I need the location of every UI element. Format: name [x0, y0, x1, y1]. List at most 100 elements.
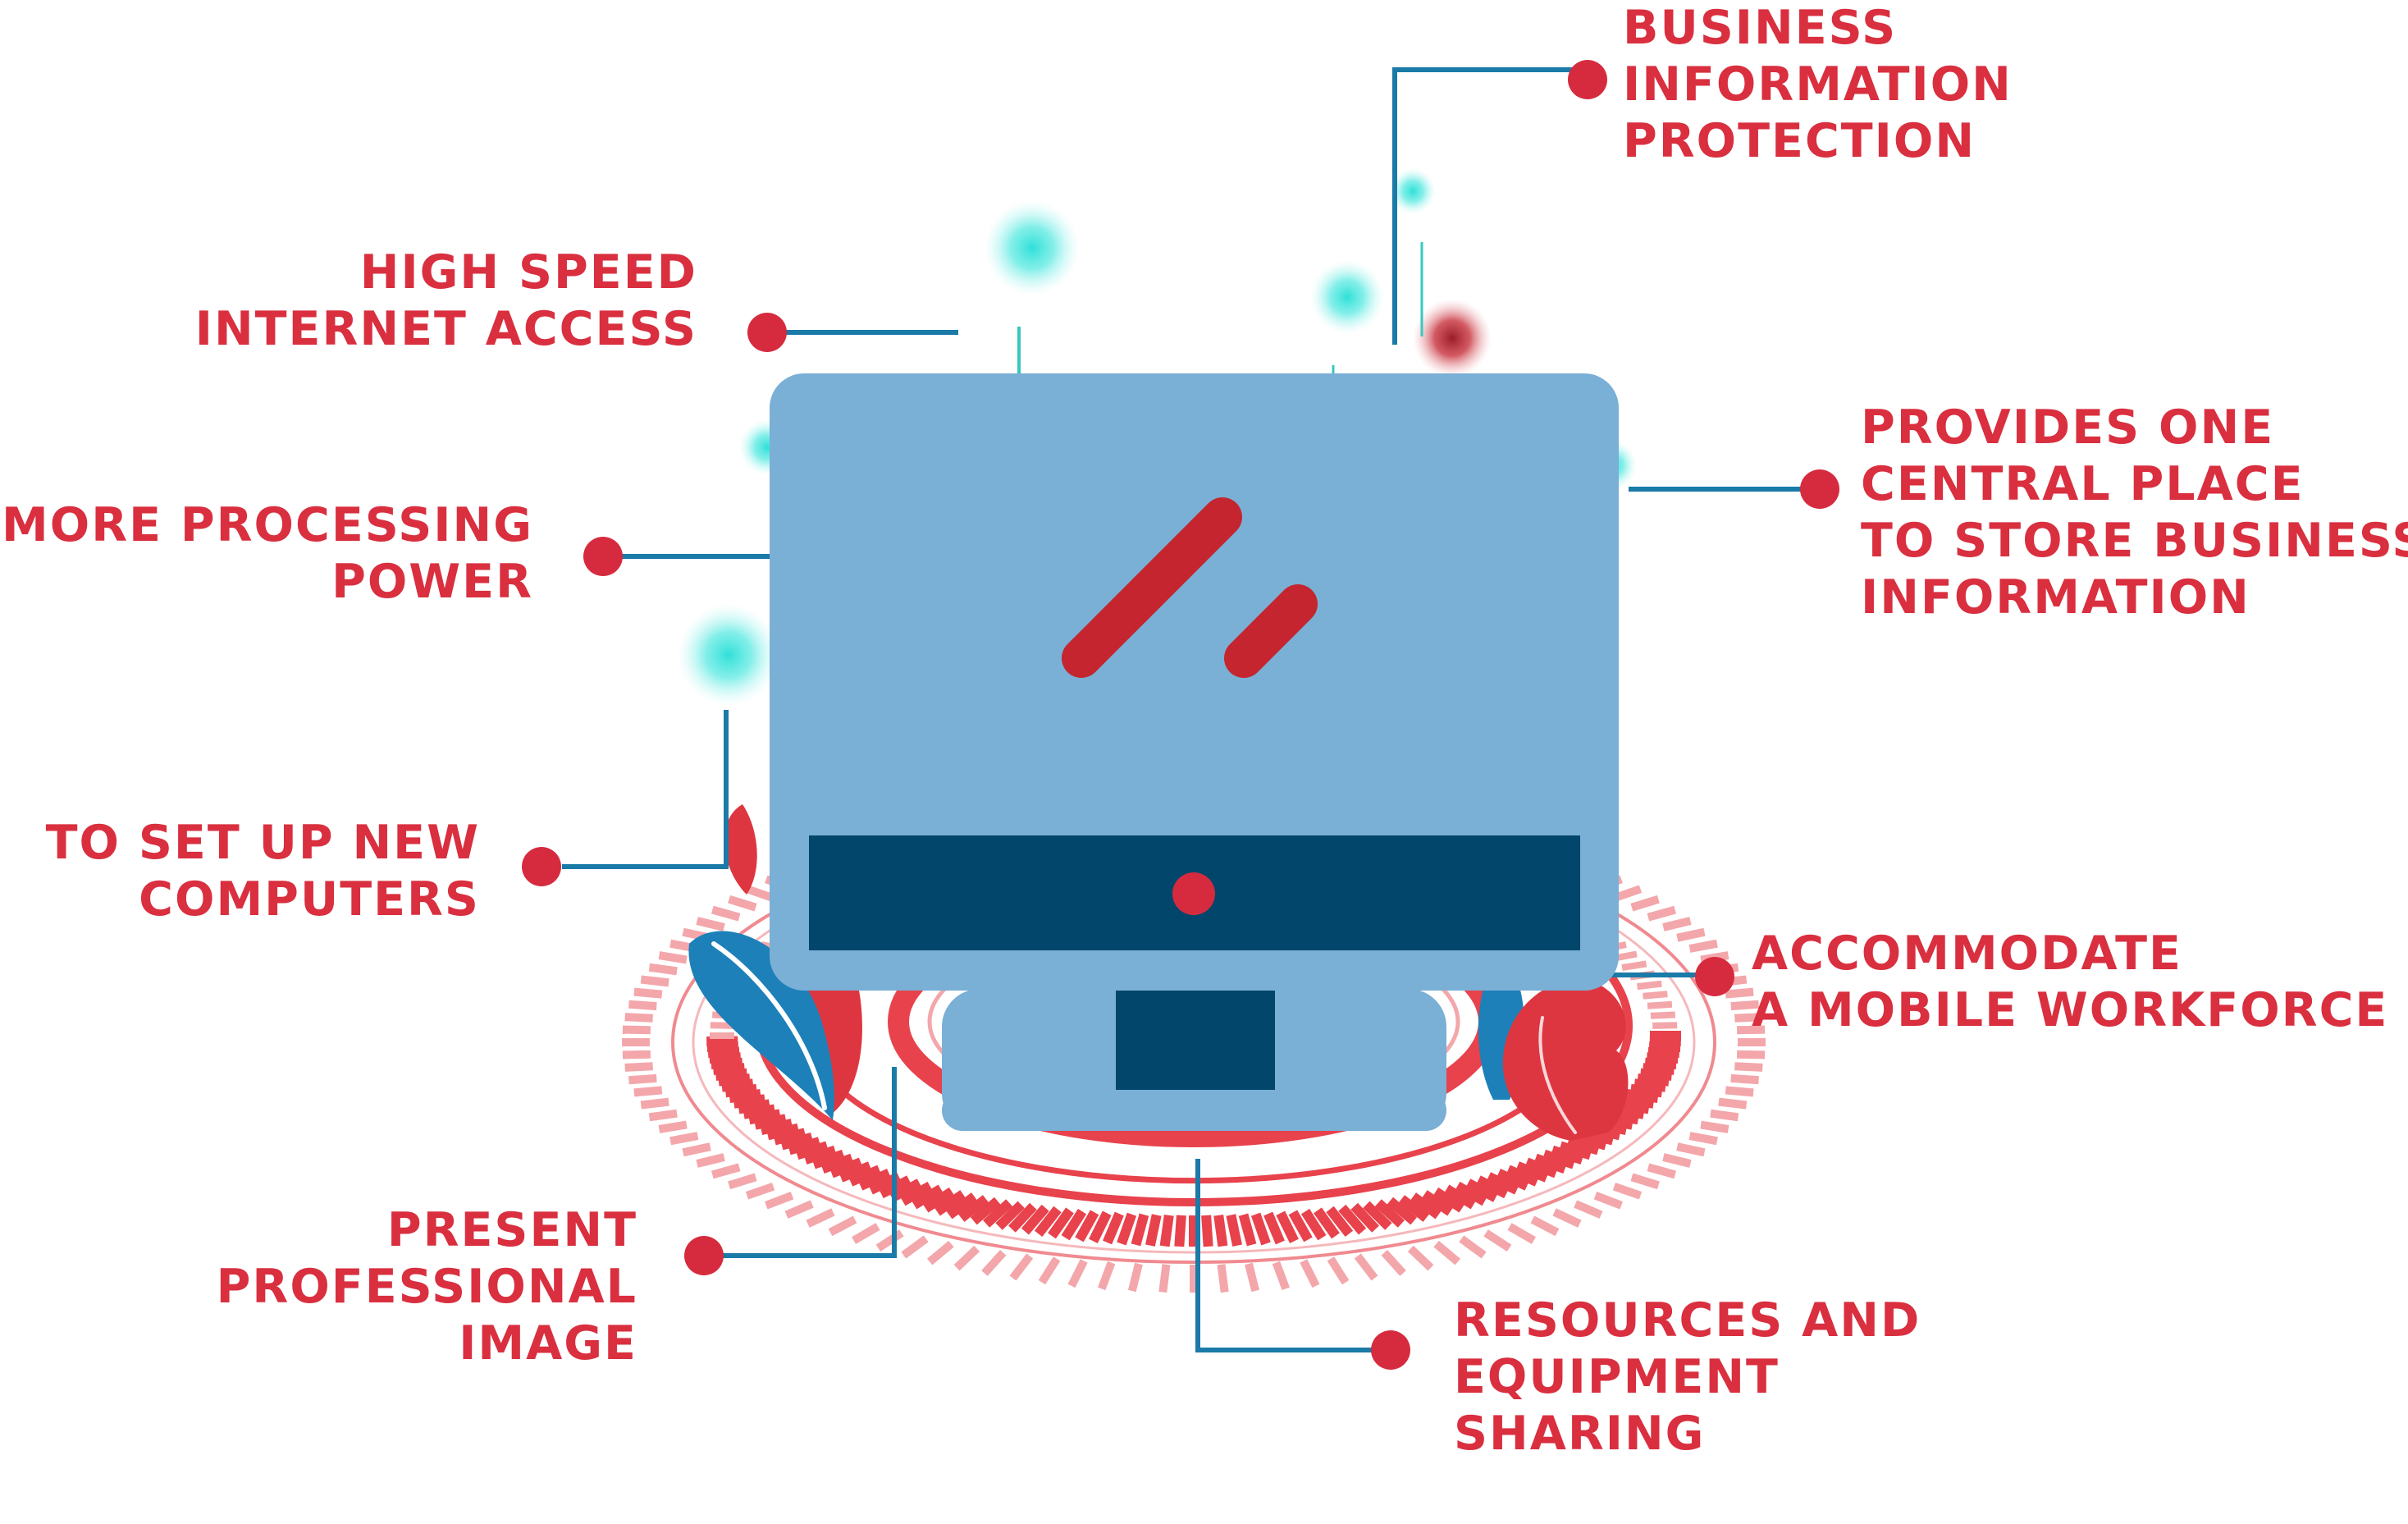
ring-tick	[1647, 1163, 1677, 1179]
ring-tick	[1103, 1211, 1124, 1245]
ring-tick	[811, 1149, 845, 1169]
ring-tick	[711, 905, 741, 922]
ring-tick	[1117, 1212, 1137, 1246]
ring-tick	[912, 1184, 944, 1210]
monitor-base	[942, 1090, 1446, 1131]
ring-tick	[1730, 1073, 1759, 1085]
ring-tick	[1034, 1206, 1062, 1237]
ring-tick	[1483, 1229, 1512, 1252]
ring-tick	[1637, 980, 1662, 991]
ring-tick	[1718, 1097, 1748, 1110]
ring-tick	[766, 1123, 800, 1141]
label-more-processing-power: MORE PROCESSING POWER	[2, 498, 533, 609]
ring-tick	[718, 1073, 751, 1087]
ring-tick	[838, 1161, 872, 1183]
ring-tick	[745, 885, 775, 903]
ring-tick	[728, 1173, 757, 1190]
ring-tick	[1736, 1025, 1766, 1035]
ring-tick	[1048, 1207, 1074, 1239]
ring-tick	[858, 1169, 891, 1191]
ring-tick	[1226, 1214, 1242, 1247]
ring-tick	[1647, 1000, 1673, 1009]
ring-tick	[1626, 1089, 1659, 1104]
ring-tick	[1506, 1165, 1539, 1187]
ring-tick	[1158, 1264, 1171, 1293]
ring-tick	[624, 1013, 653, 1023]
ring-tick	[1647, 1046, 1680, 1058]
ring-tick	[715, 1068, 747, 1081]
ring-tick	[1354, 1253, 1378, 1281]
power-button-icon	[1172, 872, 1215, 915]
ring-tick	[648, 1109, 678, 1122]
ring-tick	[1061, 1208, 1087, 1241]
inner-arc	[818, 1065, 1570, 1184]
ring-tick	[669, 1132, 699, 1146]
circle-dot-icon	[522, 847, 561, 886]
ring-tick	[1637, 1073, 1670, 1087]
ring-tick	[711, 1057, 743, 1069]
ring-tick	[1213, 1214, 1228, 1247]
ring-tick	[852, 1223, 880, 1244]
ring-tick	[1314, 1207, 1340, 1239]
ring-tick	[780, 1133, 814, 1151]
ring-tick	[1640, 1068, 1673, 1081]
ring-tick	[773, 1128, 806, 1146]
ring-tick	[1524, 1157, 1558, 1178]
ring-tick	[1363, 1201, 1392, 1230]
ring-tick	[1725, 987, 1754, 999]
ring-tick	[875, 1229, 904, 1252]
ring-tick	[1652, 1022, 1678, 1029]
ring-tick	[1644, 1057, 1677, 1069]
circle-dot-icon	[1568, 60, 1607, 99]
ring-tick	[1276, 1211, 1299, 1243]
connector-dots	[522, 60, 1839, 1370]
ring-tick	[1174, 1215, 1186, 1247]
ring-tick	[1245, 1262, 1260, 1293]
connector-professional	[704, 1067, 897, 1258]
ring-tick	[1381, 1249, 1406, 1276]
circle-dot-icon	[1695, 957, 1734, 996]
ring-tick	[901, 1235, 929, 1259]
ring-tick	[1127, 1262, 1143, 1293]
ring-tick	[1647, 905, 1677, 922]
ring-tick	[806, 1208, 835, 1228]
ring-tick	[1238, 1213, 1257, 1247]
ring-tick	[1300, 1259, 1320, 1288]
ring-tick	[1433, 1240, 1460, 1265]
blue-leaf-vein	[711, 941, 827, 1110]
red-leaf-vein	[1538, 1016, 1577, 1134]
ring-tick	[1612, 1182, 1643, 1200]
ring-tick	[784, 1200, 814, 1219]
ring-tick	[1542, 1149, 1576, 1169]
ring-tick	[1272, 1261, 1290, 1291]
ring-tick	[1496, 1169, 1529, 1191]
ring-tick	[1710, 1109, 1739, 1122]
screen-glare-short	[1224, 584, 1318, 678]
red-leaf-back	[724, 804, 757, 895]
ring-tick	[1730, 1000, 1759, 1011]
ring-tick	[1551, 1145, 1584, 1165]
ring-tick	[1374, 1199, 1405, 1228]
screen-glare-long	[1062, 497, 1242, 678]
ring-tick	[958, 1195, 989, 1222]
ring-tick	[1662, 917, 1692, 931]
ring-tick	[682, 1142, 711, 1157]
glow-particles	[678, 168, 1637, 706]
ring-tick	[728, 895, 757, 912]
label-central-place: PROVIDES ONE CENTRAL PLACE TO STORE BUSI…	[1861, 400, 2408, 625]
ring-tick	[624, 1062, 653, 1072]
circle-dot-icon	[583, 537, 623, 576]
circle-dot-icon	[1371, 1330, 1410, 1370]
ring-tick	[1634, 1078, 1666, 1092]
ring-tick	[1734, 1013, 1763, 1023]
ring-tick	[1387, 1197, 1418, 1225]
ring-tick	[633, 987, 663, 999]
ring-tick	[1131, 1213, 1149, 1247]
ring-tick	[1676, 927, 1706, 942]
ring-tick	[733, 1094, 766, 1109]
label-professional-image: PRESENT PROFESSIONAL IMAGE	[216, 1203, 637, 1371]
ring-tick	[622, 1025, 651, 1035]
label-mobile-workforce: ACCOMMODATE A MOBILE WORKFORCE	[1752, 927, 2389, 1037]
glow-dot	[1390, 168, 1436, 214]
ring-tick	[829, 1157, 863, 1178]
